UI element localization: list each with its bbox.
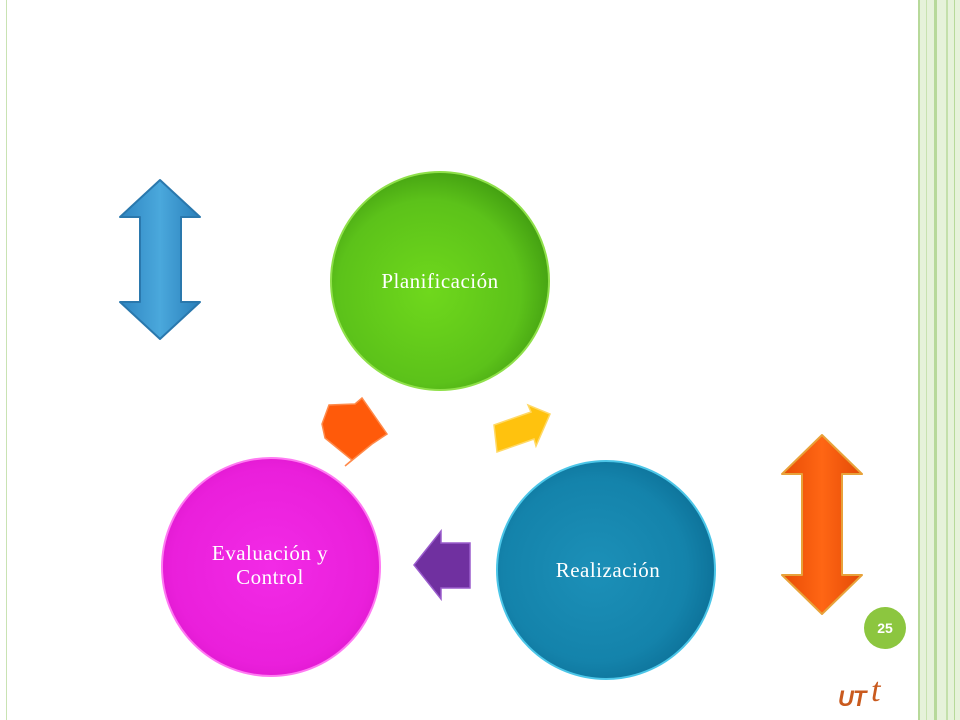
arrow-plan-to-real xyxy=(493,403,551,454)
logo-main-text: UT xyxy=(838,686,866,711)
planificacion-label: Planificación xyxy=(381,269,499,293)
right-border-band xyxy=(918,0,960,720)
logo-sup-text: t xyxy=(871,672,881,709)
utt-logo: UT t xyxy=(838,672,908,716)
right-border-stripe xyxy=(926,0,927,720)
arrow-eval-to-plan xyxy=(321,396,389,467)
right-double-arrow-icon xyxy=(781,434,863,615)
realizacion-circle xyxy=(496,460,716,680)
planificacion-circle xyxy=(330,171,550,391)
arrow-real-to-eval xyxy=(413,528,471,602)
left-double-arrow-icon xyxy=(119,179,201,340)
right-border-stripe xyxy=(946,0,948,720)
realizacion-label: Realización xyxy=(555,558,661,582)
right-border-stripe xyxy=(918,0,920,720)
right-border-stripe xyxy=(934,0,937,720)
evaluacion-circle xyxy=(161,457,381,677)
page-number-badge: 25 xyxy=(864,607,906,649)
right-border-stripe xyxy=(954,0,955,720)
evaluacion-label: Evaluación y Control xyxy=(211,541,329,589)
left-border-line xyxy=(6,0,7,720)
